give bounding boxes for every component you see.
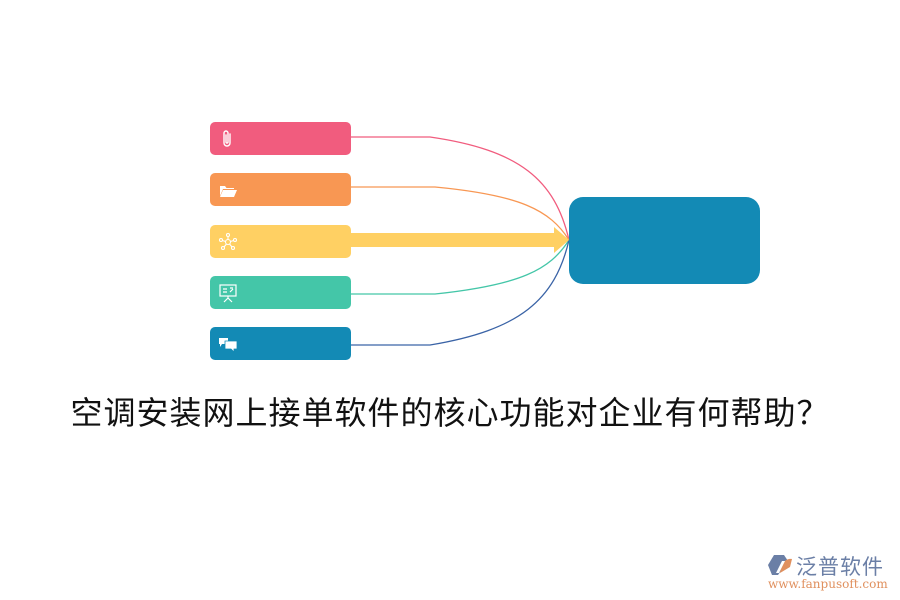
connector-teal — [351, 239, 570, 295]
folder-open-icon — [220, 186, 237, 197]
node-folder[interactable] — [210, 173, 351, 206]
logo-url-text: www.fanpusoft.com — [768, 577, 888, 591]
connector-orange — [351, 186, 570, 241]
logo-brand-text: 泛普软件 — [796, 555, 884, 579]
paperclip-icon — [223, 130, 231, 147]
connector-pink — [351, 136, 570, 241]
connector-blue — [351, 239, 570, 346]
brand-logo: 泛普软件 www.fanpusoft.com — [768, 553, 893, 593]
node-presentation[interactable] — [210, 276, 351, 309]
node-attachment[interactable] — [210, 122, 351, 155]
node-network[interactable] — [210, 225, 351, 258]
central-hub-node[interactable] — [569, 197, 760, 284]
arrow-yellow — [351, 227, 569, 253]
logo-mark-icon — [768, 555, 792, 575]
network-icon — [218, 232, 238, 251]
chat-bubbles-icon — [219, 338, 238, 353]
page-title: 空调安装网上接单软件的核心功能对企业有何帮助？ — [70, 394, 830, 432]
presentation-board-icon — [219, 284, 237, 303]
node-chat[interactable] — [210, 327, 351, 360]
